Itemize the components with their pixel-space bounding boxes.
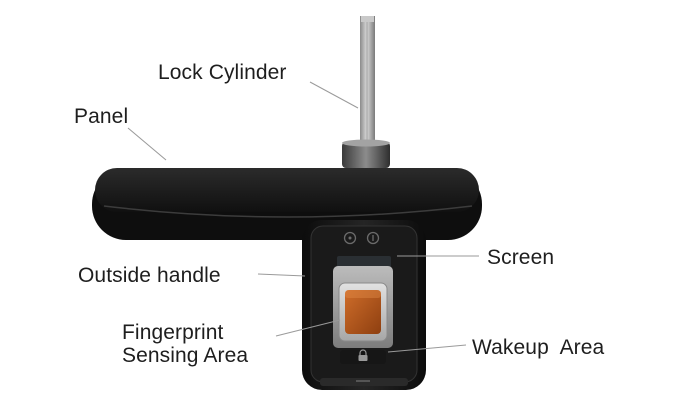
pointer-outside-handle: [257, 273, 306, 277]
label-fingerprint-sensing-area: Fingerprint Sensing Area: [122, 321, 248, 367]
label-screen: Screen: [487, 246, 555, 269]
status-icon: [366, 231, 380, 245]
label-panel: Panel: [74, 105, 129, 128]
label-fingerprint-line2: Sensing Area: [122, 344, 249, 367]
indicator-icon: [343, 231, 357, 245]
fingerprint-sensor: [338, 282, 388, 342]
label-wakeup-area: Wakeup Area: [472, 336, 605, 359]
pointer-lock-cylinder: [309, 81, 359, 109]
pointer-panel: [127, 127, 167, 161]
lock-cylinder-shaft: [360, 16, 375, 148]
panel: [92, 168, 482, 240]
pointer-wakeup: [387, 344, 467, 353]
label-outside-handle: Outside handle: [78, 264, 221, 287]
label-lock-cylinder: Lock Cylinder: [158, 61, 287, 84]
pointer-lines: [127, 81, 479, 353]
lock-cylinder-collar: [342, 139, 390, 168]
label-fingerprint-line1: Fingerprint: [122, 321, 224, 344]
pointer-fingerprint: [275, 319, 341, 337]
lock-icon: [358, 349, 368, 361]
